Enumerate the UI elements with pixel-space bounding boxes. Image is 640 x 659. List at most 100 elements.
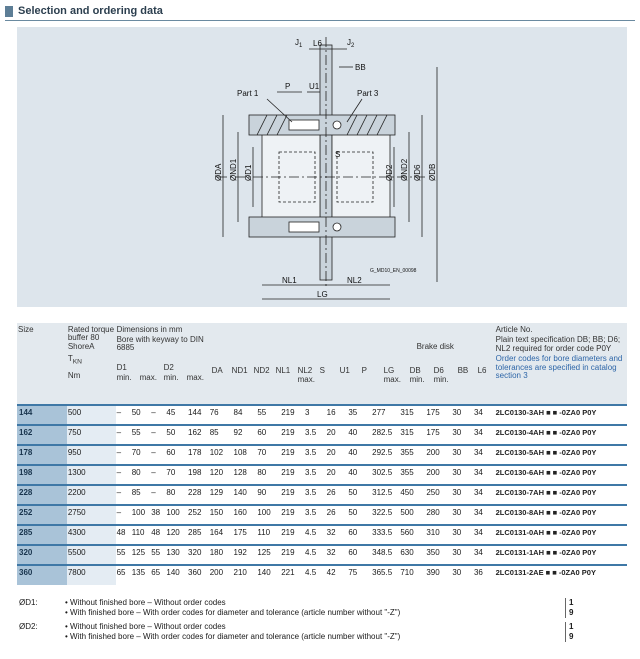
label-lg: LG (317, 290, 328, 299)
section-header: Selection and ordering data (5, 4, 635, 21)
label-part1: Part 1 (237, 89, 259, 98)
note-row: • With finished bore – With order codes … (17, 632, 627, 642)
header-article: Article No. Plain text specification DB;… (495, 323, 627, 405)
label-d2: ØD2 (385, 164, 394, 181)
cell-bb: 30 (451, 504, 473, 525)
cell-u1: 26 (325, 484, 348, 505)
cell-d2max: 60 (165, 444, 188, 465)
cell-nd1: 180 (208, 544, 233, 565)
cell-d2max: 50 (165, 424, 188, 445)
d2-label: D2 (163, 363, 174, 372)
d2-max: max. (186, 373, 204, 382)
label-nd1: ØND1 (229, 158, 238, 181)
section-title: Selection and ordering data (18, 5, 163, 17)
cell-l6: 34 (472, 424, 495, 445)
cell-l6: 34 (472, 524, 495, 545)
cell-d6: 250 (425, 484, 452, 505)
label-j1-sub: 1 (299, 43, 303, 49)
d6-sub: min. (433, 375, 449, 384)
cell-nd2: 160 (232, 504, 257, 525)
note-text: • With finished bore – With order codes … (65, 608, 401, 617)
article-label: Article No. (495, 325, 533, 334)
col-p: P (361, 366, 367, 375)
cell-size: 320 (17, 544, 67, 565)
cell-nl1: 100 (256, 504, 281, 525)
cell-tkn: 4300 (66, 524, 116, 545)
cell-art: 2LC0130-7AH ■ ■ -0ZA0 P0Y (494, 484, 627, 505)
cell-p: 50 (347, 504, 372, 525)
cell-p: 50 (347, 484, 372, 505)
cell-da: 320 (187, 544, 209, 565)
cell-tkn: 750 (66, 424, 116, 445)
cell-p: 40 (347, 424, 372, 445)
cell-nd1: 200 (208, 564, 233, 585)
label-part3: Part 3 (357, 89, 379, 98)
cell-d2max: 140 (165, 564, 188, 585)
cell-s: 4.5 (304, 524, 326, 545)
cell-d1min: 65 (115, 564, 131, 585)
note-label: ØD1: (19, 598, 38, 607)
cell-nl1: 125 (256, 544, 281, 565)
cell-p: 75 (347, 564, 372, 585)
cell-nd2: 140 (232, 484, 257, 505)
col-s: S (319, 366, 325, 375)
cell-nl2: 221 (280, 564, 305, 585)
cell-s: 4.5 (304, 544, 326, 565)
cell-p: 40 (347, 444, 372, 465)
cell-d2min: 65 (150, 564, 166, 585)
cell-l6: 36 (472, 564, 495, 585)
cell-d2min: 55 (150, 544, 166, 565)
cell-nl2: 219 (280, 404, 305, 425)
note-row: • With finished bore – With order codes … (17, 608, 627, 618)
cell-da: 198 (187, 464, 209, 485)
cell-da: 162 (187, 424, 209, 445)
label-u1: U1 (309, 82, 320, 91)
cell-d2min: – (150, 464, 166, 485)
cell-tkn: 7800 (66, 564, 116, 585)
cell-s: 3.5 (304, 464, 326, 485)
col-bb: BB (457, 366, 469, 375)
cell-da: 178 (187, 444, 209, 465)
label-j2-sub: 2 (351, 43, 355, 49)
article-note2: Order codes for bore diameters and toler… (495, 354, 623, 380)
label-da: ØDA (214, 163, 223, 181)
svg-text:J2: J2 (347, 38, 355, 49)
cell-bb: 30 (451, 464, 473, 485)
cell-l6: 34 (472, 544, 495, 565)
col-da: DA (211, 366, 223, 375)
cell-db: 630 (399, 544, 426, 565)
cell-nl1: 60 (256, 424, 281, 445)
cell-da: 228 (187, 484, 209, 505)
label-j2: J (347, 38, 351, 47)
cell-d6: 350 (425, 544, 452, 565)
cell-art: 2LC0131-1AH ■ ■ -0ZA0 P0Y (494, 544, 627, 565)
col-db: DB (409, 366, 421, 375)
cell-p: 60 (347, 524, 372, 545)
cell-d2min: – (150, 444, 166, 465)
technical-drawing: J1 L6 J2 BB Part 1 Part 3 P U1 S ØDA ØND… (17, 27, 627, 307)
cell-l6: 34 (472, 444, 495, 465)
cell-nl2: 219 (280, 544, 305, 565)
cell-d2min: 48 (150, 524, 166, 545)
cell-da: 252 (187, 504, 209, 525)
cell-bb: 30 (451, 404, 473, 425)
cell-tkn: 5500 (66, 544, 116, 565)
note-text: • Without finished bore – Without order … (65, 622, 226, 631)
note-code: 9 (569, 632, 574, 641)
cell-size: 252 (17, 504, 67, 525)
cell-nd1: 102 (208, 444, 233, 465)
cell-d1max: 80 (130, 464, 151, 485)
col-d6: D6 (433, 366, 444, 375)
cell-l6: 34 (472, 464, 495, 485)
cell-u1: 42 (325, 564, 348, 585)
cell-nl2: 219 (280, 464, 305, 485)
col-nl2: NL2 (297, 366, 313, 375)
cell-d2min: – (150, 424, 166, 445)
cell-u1: 26 (325, 504, 348, 525)
lg-sub: max. (383, 375, 401, 384)
cell-d1max: 125 (130, 544, 151, 565)
cell-nl1: 55 (256, 404, 281, 425)
cell-bb: 30 (451, 424, 473, 445)
